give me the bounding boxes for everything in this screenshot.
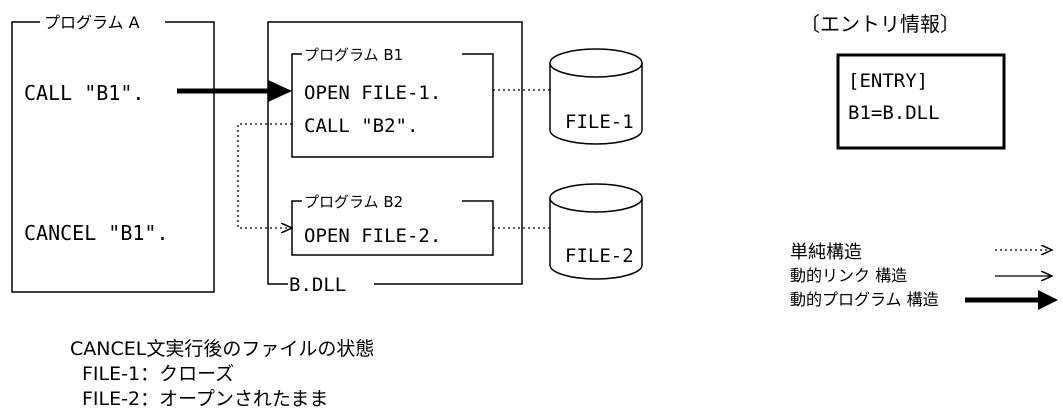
program-b2-title: プログラム B2: [304, 193, 403, 211]
program-a-title: プログラム A: [44, 13, 140, 32]
entry-info-box: [ENTRY] B1=B.DLL: [836, 53, 1006, 150]
program-a-call: CALL "B1".: [24, 81, 144, 105]
program-b2-line1: OPEN FILE-2.: [304, 225, 441, 247]
legend-dynamic-program-label: 動的プログラム 構造: [790, 290, 939, 309]
call-arrow: [177, 80, 292, 102]
b1-to-b2-dotted-arrow: [237, 123, 292, 228]
status-file1: FILE-1：クローズ: [82, 363, 234, 385]
status-heading: CANCEL文実行後のファイルの状態: [70, 338, 374, 360]
program-b2-box: プログラム B2 OPEN FILE-2.: [291, 193, 494, 256]
file1-label: FILE-1: [565, 111, 634, 133]
program-b1-line1: OPEN FILE-1.: [304, 82, 441, 104]
status-block: CANCEL文実行後のファイルの状態 FILE-1：クローズ FILE-2：オー…: [70, 338, 374, 410]
program-b1-title: プログラム B1: [304, 46, 403, 64]
dll-box: B.DLL: [267, 21, 523, 296]
file2-cylinder: FILE-2: [549, 183, 643, 280]
program-b1-box: プログラム B1 OPEN FILE-1. CALL "B2".: [291, 46, 494, 158]
entry-info-caption: 〔エントリ情報〕: [800, 12, 960, 36]
legend-dynamic-program-arrowhead: [1038, 290, 1058, 310]
legend-dynamic-link-label: 動的リンク 構造: [790, 266, 907, 285]
entry-line1: [ENTRY]: [848, 70, 928, 92]
file2-label: FILE-2: [565, 245, 634, 267]
dll-label: B.DLL: [289, 274, 346, 296]
legend-simple-label: 単純構造: [790, 242, 862, 263]
file1-cylinder: FILE-1: [549, 48, 643, 145]
legend: 単純構造 動的リンク 構造 動的プログラム 構造: [790, 242, 1058, 310]
program-a-box: プログラム A CALL "B1". CANCEL "B1".: [11, 13, 215, 293]
program-b1-line2: CALL "B2".: [304, 115, 418, 137]
status-file2: FILE-2：オープンされたまま: [82, 388, 328, 410]
entry-line2: B1=B.DLL: [848, 102, 940, 124]
program-a-cancel: CANCEL "B1".: [24, 221, 169, 245]
